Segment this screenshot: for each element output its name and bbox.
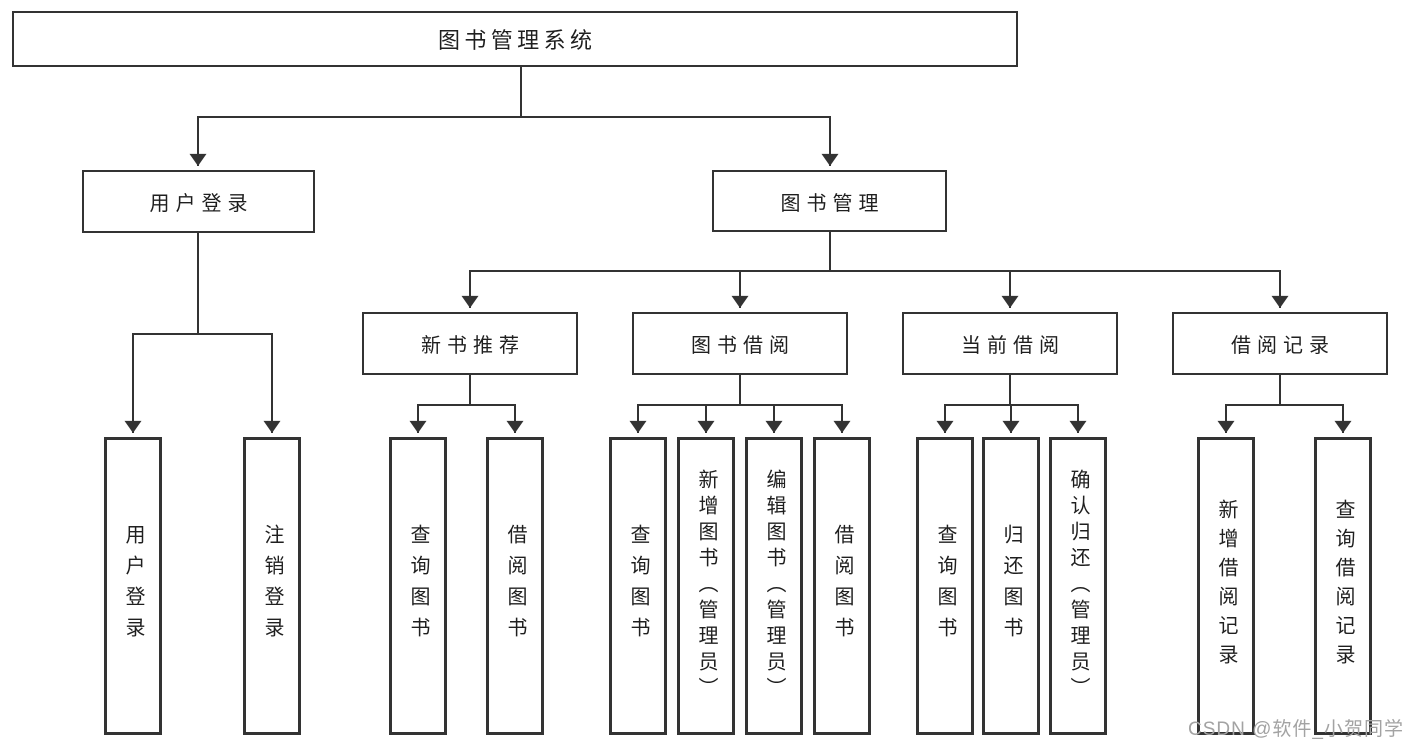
leaf-return-books: 归还图书 <box>982 437 1040 735</box>
leaf-borrow-books: 借阅图书 <box>813 437 871 735</box>
node-label: 图书借阅 <box>691 335 795 357</box>
node-label: 确认归还（管理员） <box>1067 469 1089 703</box>
leaf-confirm-return-admin: 确认归还（管理员） <box>1049 437 1107 735</box>
leaf-query-borrow-record: 查询借阅记录 <box>1314 437 1372 735</box>
leaf-query-books-current: 查询图书 <box>916 437 974 735</box>
node-label: 用户登录 <box>122 524 144 648</box>
node-label: 查询图书 <box>407 524 429 648</box>
node-label: 借阅图书 <box>831 524 853 648</box>
leaf-logout: 注销登录 <box>243 437 301 735</box>
node-label: 查询图书 <box>934 524 956 648</box>
node-label: 归还图书 <box>1000 524 1022 648</box>
node-user-login: 用户登录 <box>82 170 315 233</box>
node-library-system: 图书管理系统 <box>12 11 1018 67</box>
leaf-add-borrow-record: 新增借阅记录 <box>1197 437 1255 735</box>
leaf-user-login: 用户登录 <box>104 437 162 735</box>
node-book-management: 图书管理 <box>712 170 947 232</box>
node-label: 用户登录 <box>149 193 254 215</box>
leaf-add-books-admin: 新增图书（管理员） <box>677 437 735 735</box>
node-label: 图书管理 <box>780 192 885 215</box>
node-label: 查询图书 <box>627 524 649 648</box>
node-label: 借阅记录 <box>1231 335 1335 357</box>
node-borrowing-records: 借阅记录 <box>1172 312 1388 375</box>
node-label: 新增图书（管理员） <box>695 469 717 703</box>
node-label: 借阅图书 <box>504 524 526 648</box>
node-current-borrowing: 当前借阅 <box>902 312 1118 375</box>
node-new-book-recommendation: 新书推荐 <box>362 312 578 375</box>
leaf-query-books-recommend: 查询图书 <box>389 437 447 735</box>
leaf-borrow-books-recommend: 借阅图书 <box>486 437 544 735</box>
leaf-edit-books-admin: 编辑图书（管理员） <box>745 437 803 735</box>
node-label: 注销登录 <box>261 524 283 648</box>
node-label: 编辑图书（管理员） <box>763 469 785 703</box>
node-book-borrowing: 图书借阅 <box>632 312 848 375</box>
node-label: 查询借阅记录 <box>1332 499 1354 673</box>
node-label: 新增借阅记录 <box>1215 499 1237 673</box>
node-label: 新书推荐 <box>421 335 525 357</box>
leaf-query-books-borrowing: 查询图书 <box>609 437 667 735</box>
watermark: CSDN @软件_小贺同学 <box>1188 719 1404 740</box>
node-label: 当前借阅 <box>961 335 1065 357</box>
node-label: 图书管理系统 <box>437 28 597 53</box>
